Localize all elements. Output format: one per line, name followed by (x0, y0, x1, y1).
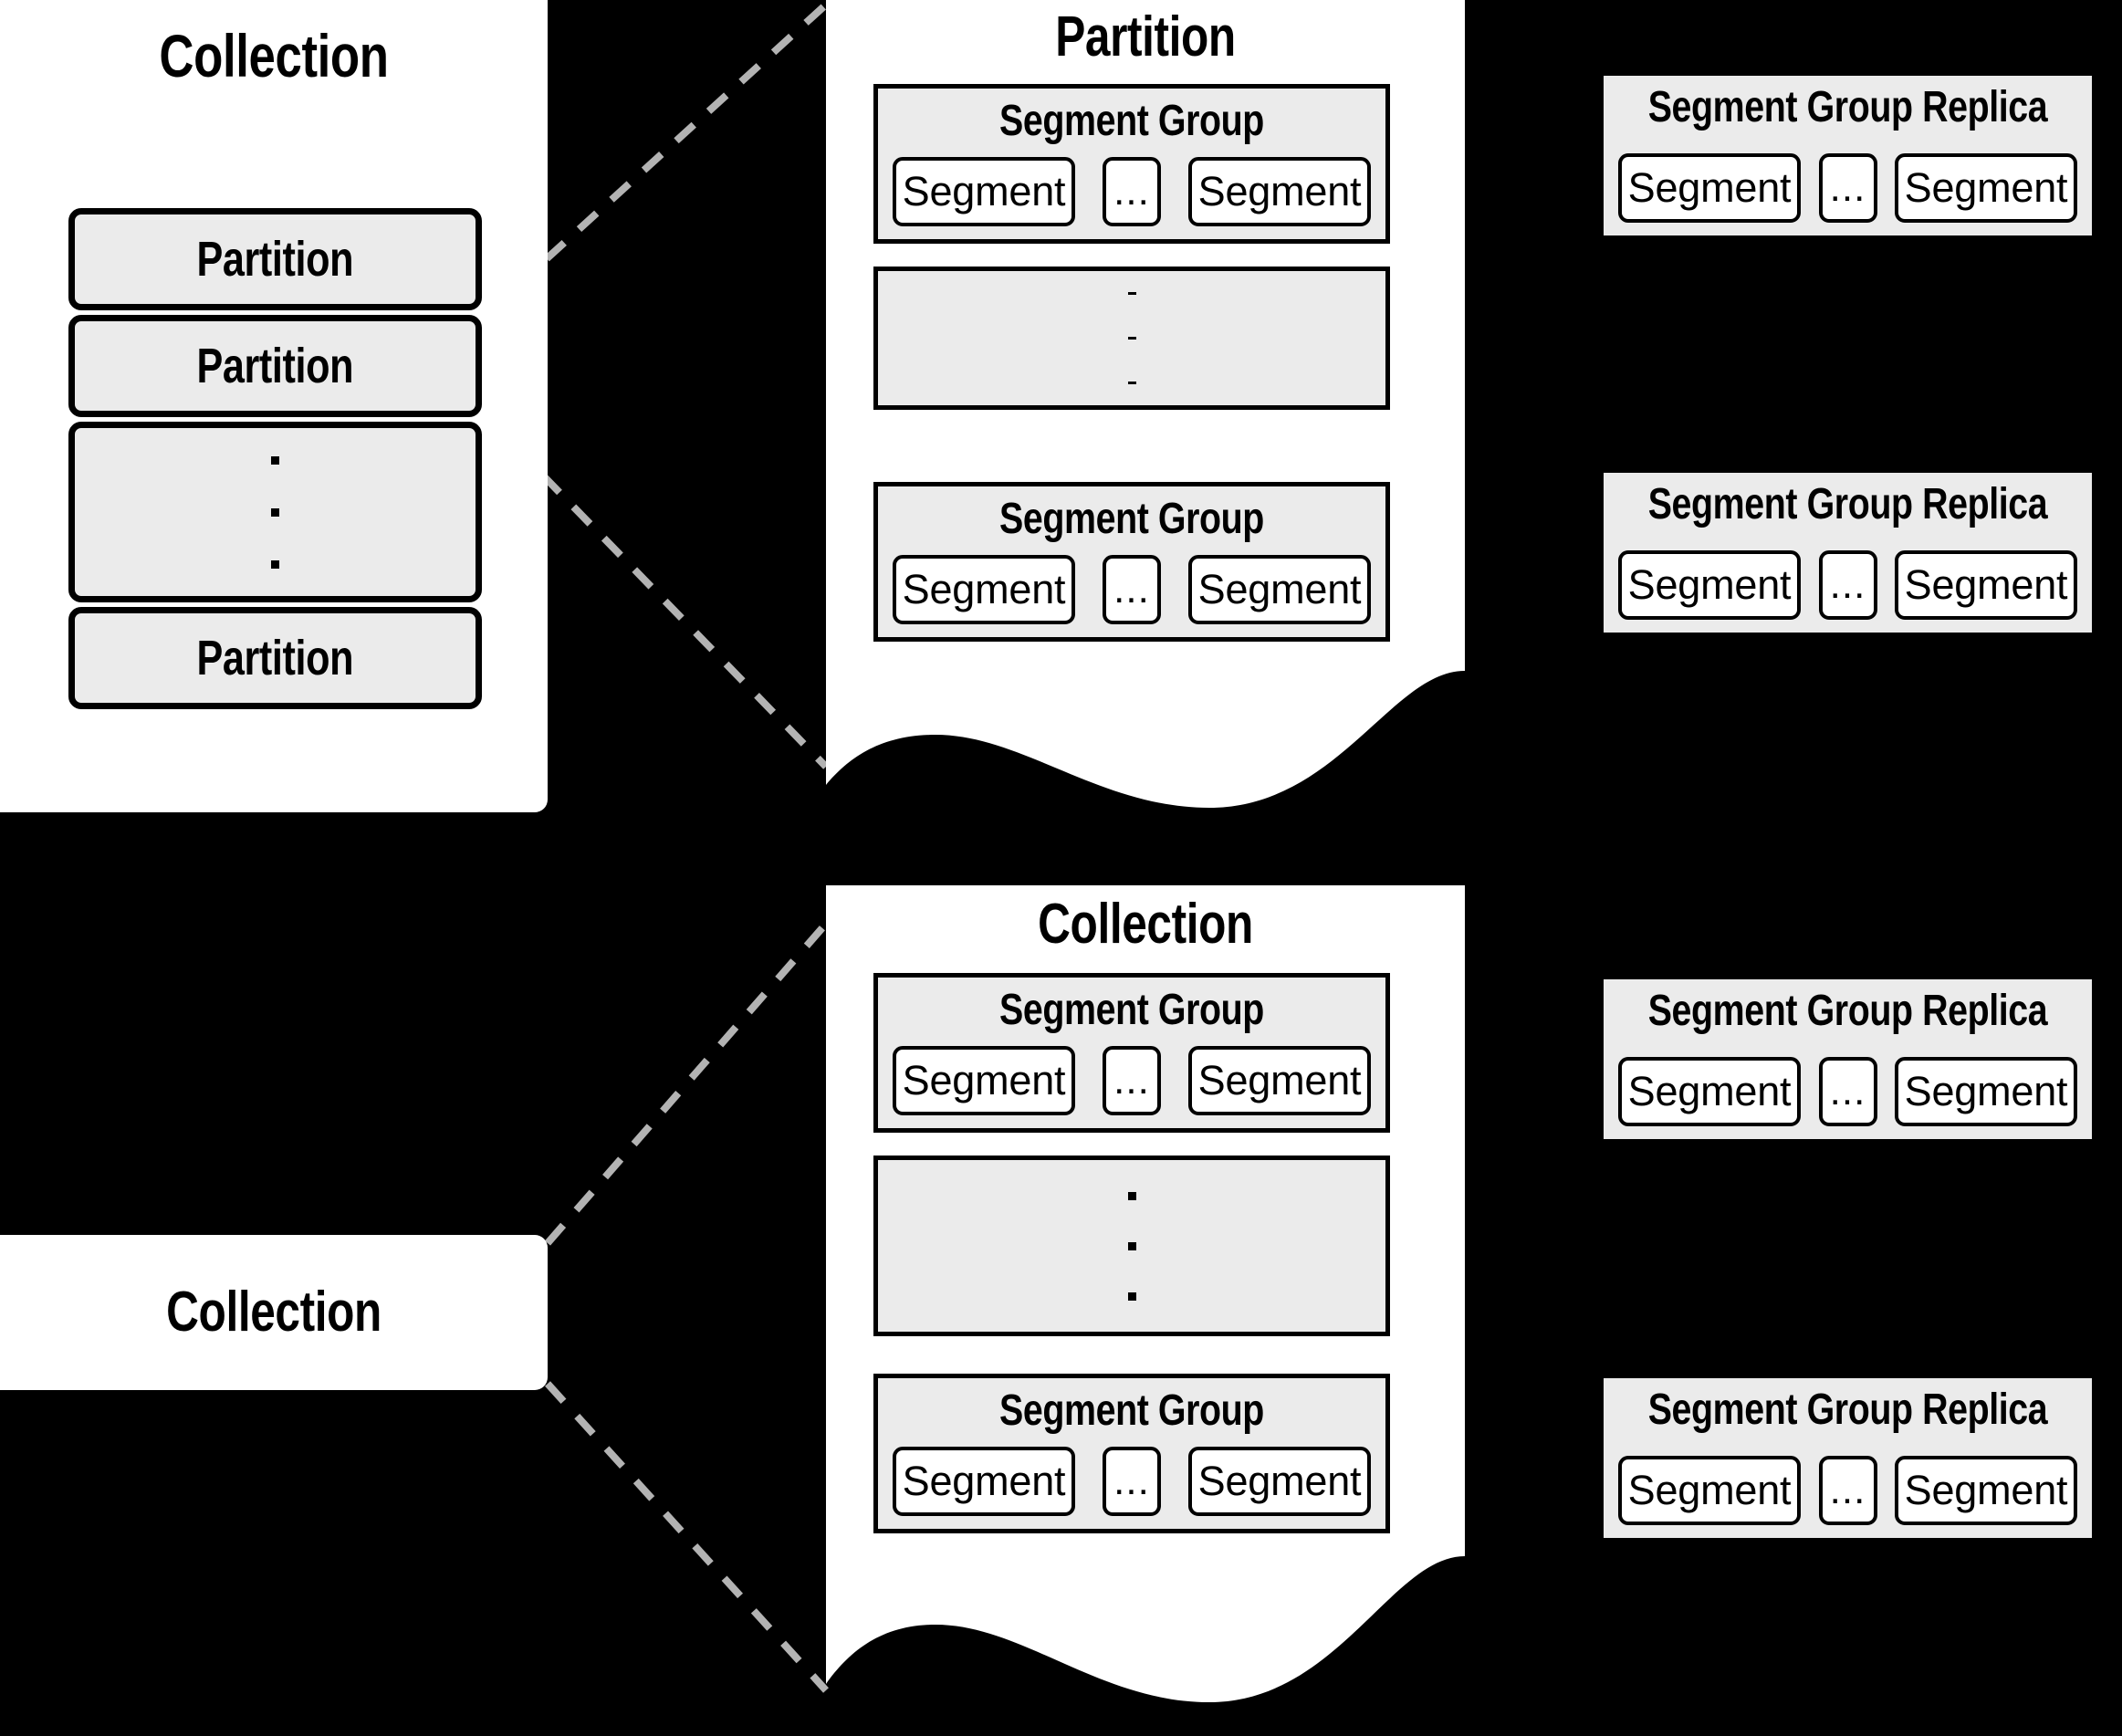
segment-box[interactable]: Segment (1895, 1456, 2077, 1525)
segment-ellipsis: ... (1818, 1456, 1877, 1525)
segment-box[interactable]: Segment (1618, 153, 1801, 223)
segment-row: Segment ... Segment (1618, 550, 2077, 620)
vertical-ellipsis-icon (878, 271, 1385, 405)
segment-box[interactable]: Segment (1618, 1456, 1801, 1525)
bottom-collection-box[interactable]: Collection (0, 1235, 548, 1390)
segment-group-replica[interactable]: Segment Group Replica Segment ... Segmen… (1604, 979, 2092, 1139)
segment-ellipsis: ... (1818, 153, 1877, 223)
segment-group-replica[interactable]: Segment Group Replica Segment ... Segmen… (1604, 473, 2092, 633)
bottom-collection-box-label: Collection (166, 1281, 382, 1344)
segment-group[interactable]: Segment Group Segment ... Segment (873, 84, 1390, 244)
segment-group-title: Segment Group (999, 97, 1264, 145)
segment-ellipsis: ... (1103, 1046, 1161, 1115)
segment-group-title: Segment Group (999, 495, 1264, 543)
segment-row: Segment ... Segment (893, 1046, 1371, 1115)
segment-group-replica[interactable]: Segment Group Replica Segment ... Segmen… (1604, 76, 2092, 235)
segment-row: Segment ... Segment (893, 1447, 1371, 1516)
segment-box[interactable]: Segment (1188, 157, 1371, 226)
segment-group[interactable]: Segment Group Segment ... Segment (873, 1374, 1390, 1533)
left-collection-panel: Collection Partition Partition Partition (0, 0, 548, 812)
segment-box[interactable]: Segment (1188, 1046, 1371, 1115)
partition-row-label: Partition (196, 232, 354, 287)
segment-group[interactable]: Segment Group Segment ... Segment (873, 973, 1390, 1133)
segment-box[interactable]: Segment (1188, 1447, 1371, 1516)
vertical-ellipsis-icon (878, 1160, 1385, 1332)
partition-row-label: Partition (196, 631, 354, 685)
segment-box[interactable]: Segment (1618, 1057, 1801, 1126)
segment-ellipsis: ... (1103, 555, 1161, 624)
segment-group-replica[interactable]: Segment Group Replica Segment ... Segmen… (1604, 1378, 2092, 1538)
collection-paper-title: Collection (1038, 893, 1253, 956)
connector-collection-top (544, 921, 830, 1246)
segment-box[interactable]: Segment (1895, 153, 2077, 223)
connector-collection-bottom (545, 1381, 829, 1693)
segment-row: Segment ... Segment (1618, 1057, 2077, 1126)
vertical-ellipsis-icon (75, 428, 476, 596)
segment-box[interactable]: Segment (893, 1447, 1075, 1516)
segment-row: Segment ... Segment (893, 157, 1371, 226)
partition-row[interactable]: Partition (68, 208, 482, 310)
collection-paper-torn-edge (826, 1524, 1465, 1702)
segment-ellipsis: ... (1103, 157, 1161, 226)
segment-box[interactable]: Segment (893, 157, 1075, 226)
left-collection-title: Collection (159, 22, 389, 89)
partition-paper-torn-edge (826, 639, 1465, 808)
segment-box[interactable]: Segment (893, 1046, 1075, 1115)
segment-group-title: Segment Group (999, 1386, 1264, 1435)
partition-paper-title: Partition (1055, 5, 1236, 68)
segment-group-replica-title: Segment Group Replica (1647, 987, 2048, 1035)
segment-row: Segment ... Segment (893, 555, 1371, 624)
segment-ellipsis: ... (1818, 1057, 1877, 1126)
segment-group-title: Segment Group (999, 986, 1264, 1034)
segment-box[interactable]: Segment (893, 555, 1075, 624)
collection-paper: Collection Segment Group Segment ... Seg… (826, 885, 1465, 1736)
segment-group-replica-title: Segment Group Replica (1647, 83, 2048, 131)
segment-box[interactable]: Segment (1188, 555, 1371, 624)
segment-group[interactable]: Segment Group Segment ... Segment (873, 482, 1390, 642)
segment-group-ellipsis (873, 267, 1390, 410)
partition-row-label: Partition (196, 339, 354, 393)
partition-row-ellipsis (68, 422, 482, 602)
segment-box[interactable]: Segment (1618, 550, 1801, 620)
partition-row[interactable]: Partition (68, 607, 482, 709)
partition-row[interactable]: Partition (68, 315, 482, 417)
segment-ellipsis: ... (1818, 550, 1877, 620)
segment-group-ellipsis (873, 1156, 1390, 1336)
segment-group-replica-title: Segment Group Replica (1647, 1386, 2048, 1434)
segment-ellipsis: ... (1103, 1447, 1161, 1516)
segment-group-replica-title: Segment Group Replica (1647, 480, 2048, 528)
partition-paper: Partition Segment Group Segment ... Segm… (826, 0, 1465, 821)
segment-row: Segment ... Segment (1618, 153, 2077, 223)
segment-box[interactable]: Segment (1895, 1057, 2077, 1126)
segment-box[interactable]: Segment (1895, 550, 2077, 620)
segment-row: Segment ... Segment (1618, 1456, 2077, 1525)
